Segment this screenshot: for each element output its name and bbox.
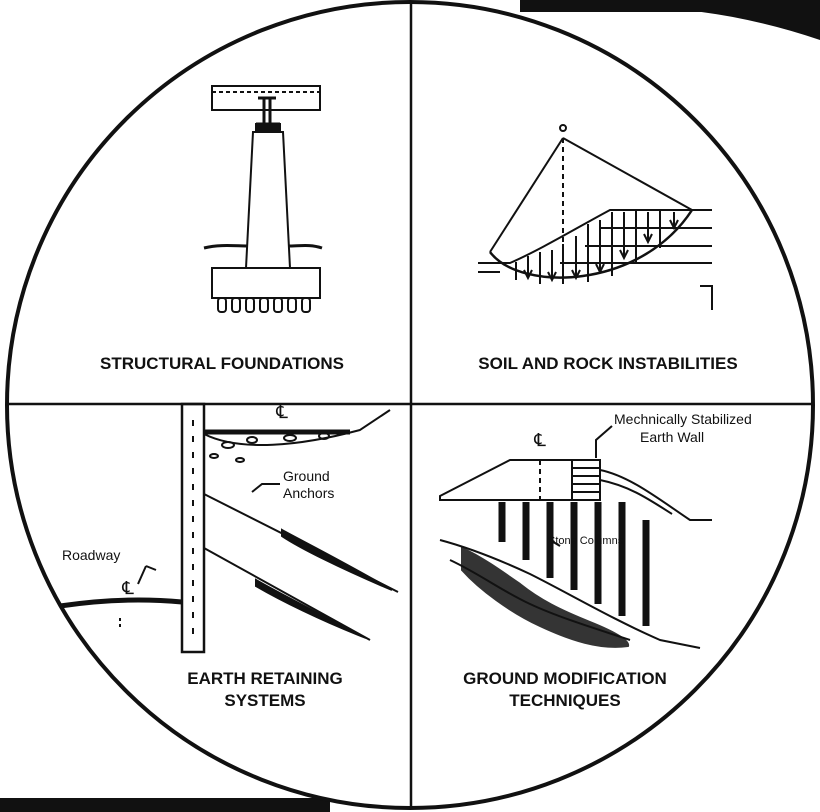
ground-modification-title: TECHNIQUES xyxy=(509,691,620,710)
earth-retaining-title: EARTH RETAINING xyxy=(187,669,343,688)
ground-modification-drawing xyxy=(439,425,712,649)
main-circle xyxy=(5,0,815,810)
ground-modification-title: GROUND MODIFICATION xyxy=(463,669,667,688)
ground-anchors-label: Anchors xyxy=(283,485,334,501)
ground-anchors-label: Ground xyxy=(283,468,330,484)
slope-stability-drawing xyxy=(478,124,713,310)
structural-foundation-drawing xyxy=(203,85,323,313)
structural-foundations-title: STRUCTURAL FOUNDATIONS xyxy=(100,354,344,373)
retaining-wall-drawing xyxy=(59,402,399,654)
stone-columns-label: Stone Columns xyxy=(548,535,624,547)
centerline-icon: ℄ xyxy=(533,430,546,451)
earth-retaining-title: SYSTEMS xyxy=(224,691,305,710)
soil-rock-instabilities-title: SOIL AND ROCK INSTABILITIES xyxy=(478,354,737,373)
roadway-label: Roadway xyxy=(62,547,120,563)
centerline-icon: ℄ xyxy=(275,402,288,423)
mse-wall-label: Earth Wall xyxy=(640,429,704,445)
mse-wall-label: Mechnically Stabilized xyxy=(614,411,752,427)
centerline-icon: ℄ xyxy=(121,578,134,599)
